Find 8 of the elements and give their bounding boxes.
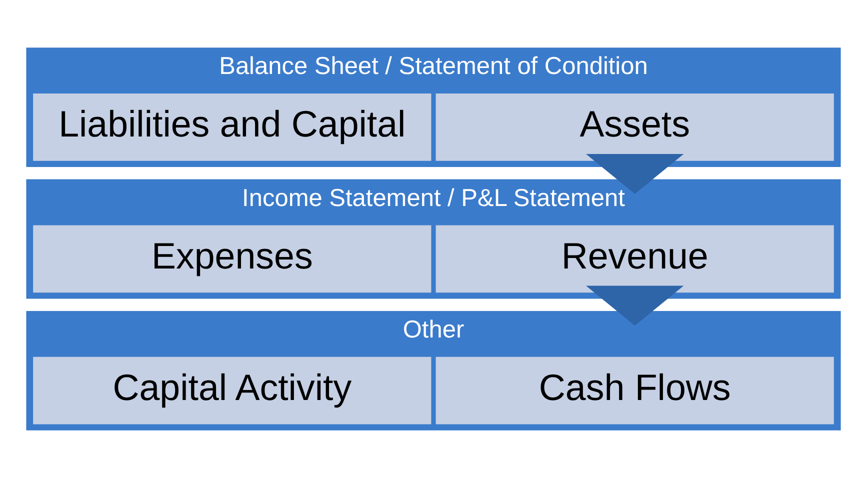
node-box: Expenses bbox=[33, 225, 432, 293]
node-box: Assets bbox=[436, 94, 834, 161]
arrow bbox=[586, 154, 684, 194]
node-box: Cash Flows bbox=[436, 356, 834, 424]
node-box: Liabilities and Capital bbox=[33, 94, 432, 161]
node-box: Capital Activity bbox=[33, 356, 432, 424]
arrow bbox=[586, 286, 684, 326]
node-box: Revenue bbox=[436, 225, 834, 293]
